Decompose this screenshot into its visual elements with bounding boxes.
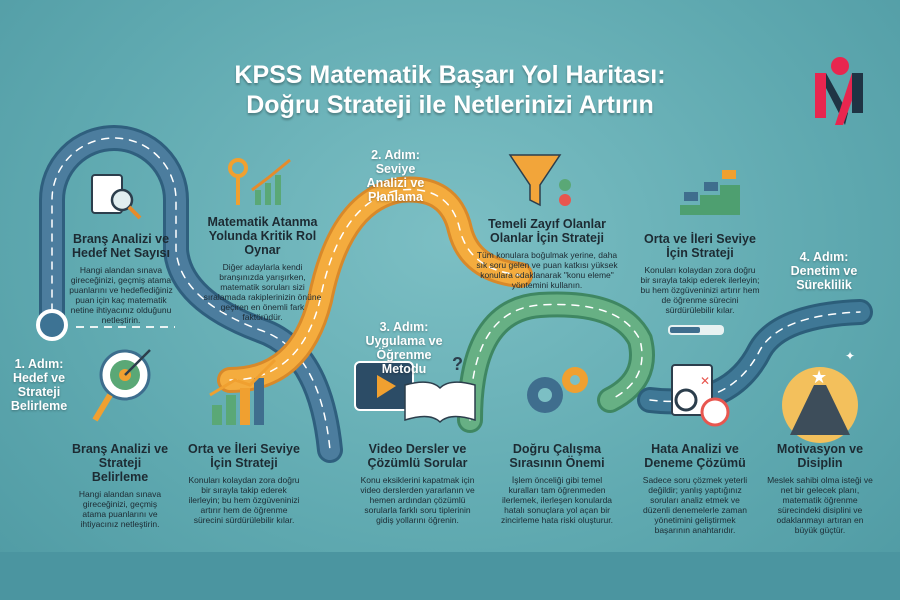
progress-bar-icon bbox=[668, 325, 724, 335]
stairs-icon bbox=[660, 170, 740, 215]
growth-chart-icon bbox=[209, 358, 277, 425]
m-logo bbox=[815, 57, 863, 125]
funnel-icon bbox=[508, 154, 571, 207]
svg-text:✕: ✕ bbox=[700, 374, 710, 388]
top-block-temeli-zayif: Temeli Zayıf Olanlar Olanlar İçin Strate… bbox=[476, 217, 618, 290]
target-icon bbox=[92, 349, 151, 422]
svg-text:★: ★ bbox=[811, 367, 827, 387]
step-1-label: 1. Adım: Hedef ve Strateji Belirleme bbox=[10, 357, 68, 413]
svg-text:?: ? bbox=[452, 354, 463, 374]
key-chart-icon bbox=[228, 158, 291, 205]
footer-band bbox=[0, 552, 900, 600]
svg-text:✦: ✦ bbox=[845, 349, 855, 363]
top-block-kritik-rol: Matematik Atanma Yolunda Kritik Rol Oyna… bbox=[203, 215, 322, 322]
step-4-label: 4. Adım: Denetim ve Süreklilik bbox=[790, 250, 858, 292]
page-title: KPSS Matematik Başarı Yol Haritası: Doğr… bbox=[234, 61, 666, 119]
video-book-icon: ? bbox=[354, 354, 476, 424]
gears-icon bbox=[527, 367, 588, 413]
clipboard-magnifier-icon bbox=[91, 174, 142, 220]
document-stopwatch-icon: ✕ bbox=[671, 364, 730, 427]
start-node bbox=[36, 309, 68, 341]
step-3-label: 3. Adım: Uygulama ve Öğrenme Metodu bbox=[365, 320, 443, 376]
road-star-icon: ★✦ bbox=[782, 349, 858, 443]
step-2-label: 2. Adım: Seviye Analizi ve Planlama bbox=[366, 148, 425, 204]
